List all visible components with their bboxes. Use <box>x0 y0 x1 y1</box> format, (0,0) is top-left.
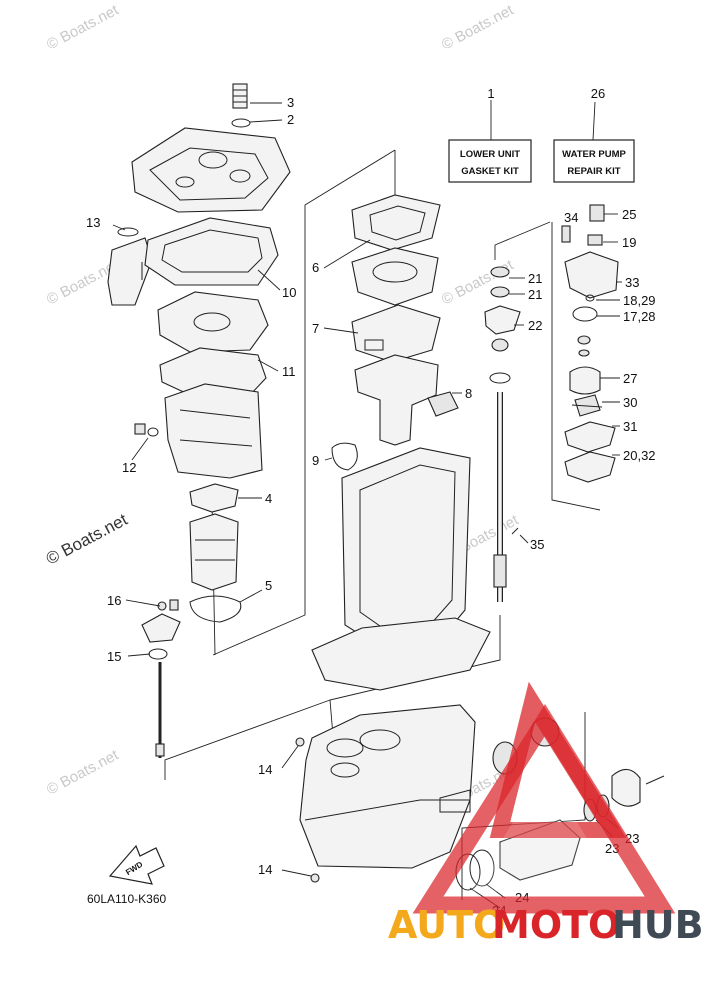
callout-3[interactable]: 3 <box>287 95 294 110</box>
pump-washer-stack[interactable] <box>577 335 591 357</box>
watermark: © Boats.net <box>44 1 122 53</box>
callout-21-lower[interactable]: 21 <box>528 287 542 302</box>
callout-27[interactable]: 27 <box>623 371 637 386</box>
shift-rod[interactable] <box>155 662 165 758</box>
callout-35[interactable]: 35 <box>530 537 544 552</box>
callout-14-lower[interactable]: 14 <box>258 862 272 877</box>
part-17-28-o-ring[interactable] <box>572 306 598 322</box>
callout-10[interactable]: 10 <box>282 285 296 300</box>
part-19-insert[interactable] <box>587 234 603 246</box>
lower-casing[interactable] <box>299 704 476 869</box>
part-15-o-ring[interactable] <box>148 648 168 660</box>
logo-text-moto: MOTO <box>492 903 620 947</box>
callout-13[interactable]: 13 <box>86 215 100 230</box>
part-9-seal[interactable] <box>331 442 358 471</box>
kit-label-line1: LOWER UNIT <box>460 149 520 160</box>
kit-label-line2: REPAIR KIT <box>567 166 620 177</box>
logo-triangle <box>412 703 676 914</box>
part-21-bushing-lower[interactable] <box>490 286 510 298</box>
water-pump-repair-kit-box[interactable]: WATER PUMP REPAIR KIT <box>553 101 635 183</box>
part-18-29-pin[interactable] <box>585 294 595 302</box>
part-35-pin[interactable] <box>511 527 519 535</box>
callout-4[interactable]: 4 <box>265 491 272 506</box>
drive-shaft[interactable] <box>493 392 507 602</box>
callout-19[interactable]: 19 <box>622 235 636 250</box>
part-25-grommet[interactable] <box>589 204 605 222</box>
part-13-clip[interactable] <box>117 227 139 237</box>
upper-plate[interactable] <box>351 247 439 306</box>
part-11-gasket[interactable] <box>159 347 267 396</box>
callout-7[interactable]: 7 <box>312 321 319 336</box>
watermark: © Boats.net <box>44 746 122 798</box>
logo-text-hub: HUB <box>612 903 704 947</box>
part-27-liner[interactable] <box>569 366 601 395</box>
part-14-bolt-upper[interactable] <box>295 737 305 747</box>
logo-text-auto: AUTO <box>388 903 505 947</box>
part-31-plate[interactable] <box>564 421 616 453</box>
callout-18-29[interactable]: 18,29 <box>623 293 656 308</box>
part-12-bolt[interactable] <box>134 423 159 437</box>
part-21-bushing-upper[interactable] <box>490 266 510 278</box>
part-16-bolt[interactable] <box>157 599 179 611</box>
callout-34[interactable]: 34 <box>564 210 578 225</box>
callout-2[interactable]: 2 <box>287 112 294 127</box>
exhaust-plate[interactable] <box>157 291 269 353</box>
watermark: © Boats.net <box>439 1 517 53</box>
exhaust-housing[interactable] <box>164 383 263 479</box>
shift-rod-bracket[interactable] <box>141 613 181 643</box>
callout-33[interactable]: 33 <box>625 275 639 290</box>
callout-11[interactable]: 11 <box>282 364 296 379</box>
part-34-bolt[interactable] <box>561 225 571 243</box>
kit-label-line2: GASKET KIT <box>461 166 519 177</box>
diagram-code: 60LA110-K360 <box>87 892 167 906</box>
part-8-grommet[interactable] <box>427 391 459 417</box>
callout-1[interactable]: 1 <box>487 86 494 101</box>
callout-15[interactable]: 15 <box>107 649 121 664</box>
fwd-arrow-icon: FWD <box>108 844 165 885</box>
oil-seal-housing[interactable] <box>489 338 511 384</box>
automotohub-logo: AUTO MOTO HUB <box>388 681 704 947</box>
callout-20-32[interactable]: 20,32 <box>623 448 656 463</box>
part-6-gasket[interactable] <box>351 194 441 251</box>
part-24-o-ring-b[interactable] <box>469 849 495 887</box>
watermark: © Boats.net <box>439 256 517 308</box>
part-20-32-gasket[interactable] <box>564 451 616 483</box>
callout-8[interactable]: 8 <box>465 386 472 401</box>
part-10-gasket[interactable] <box>144 217 279 286</box>
cover-bracket[interactable] <box>131 127 291 213</box>
callout-30[interactable]: 30 <box>623 395 637 410</box>
part-7-gasket[interactable] <box>351 304 441 363</box>
callout-26[interactable]: 26 <box>591 86 605 101</box>
upper-casing[interactable] <box>311 447 491 691</box>
watermark-dark: © Boats.net <box>43 510 131 569</box>
part-3-plug[interactable] <box>232 83 248 109</box>
water-tube-arm[interactable] <box>107 237 153 306</box>
part-5-seal[interactable] <box>189 595 242 623</box>
kit-label-line1: WATER PUMP <box>562 149 626 160</box>
leader-lines <box>112 102 622 909</box>
water-pump-housing[interactable] <box>564 251 619 299</box>
part-22-retainer[interactable] <box>484 305 521 335</box>
callout-14-upper[interactable]: 14 <box>258 762 272 777</box>
callout-16[interactable]: 16 <box>107 593 121 608</box>
part-4-gasket[interactable] <box>189 483 239 513</box>
lower-unit-gasket-kit-box[interactable]: LOWER UNIT GASKET KIT <box>448 100 532 183</box>
cap-housing[interactable] <box>611 768 665 807</box>
callout-22[interactable]: 22 <box>528 318 542 333</box>
callout-31[interactable]: 31 <box>623 419 637 434</box>
drive-shaft-housing[interactable] <box>354 354 439 446</box>
part-14-bolt-lower[interactable] <box>310 873 320 883</box>
exhaust-guide[interactable] <box>189 513 239 591</box>
callout-6[interactable]: 6 <box>312 260 319 275</box>
part-2-o-ring[interactable] <box>231 118 251 128</box>
part-30-impeller[interactable] <box>571 394 603 417</box>
callout-9[interactable]: 9 <box>312 453 319 468</box>
callout-5[interactable]: 5 <box>265 578 272 593</box>
callout-21-upper[interactable]: 21 <box>528 271 542 286</box>
callout-12[interactable]: 12 <box>122 460 136 475</box>
callout-17-28[interactable]: 17,28 <box>623 309 656 324</box>
callout-25[interactable]: 25 <box>622 207 636 222</box>
